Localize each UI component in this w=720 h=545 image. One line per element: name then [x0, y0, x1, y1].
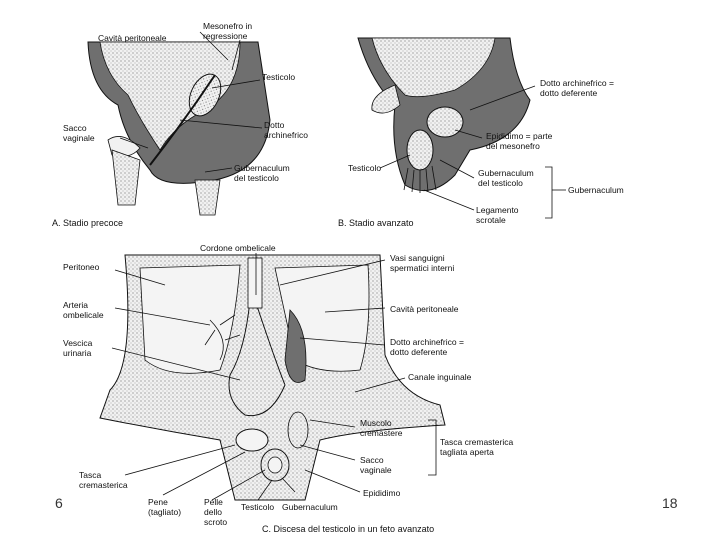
label-b-scrotal-ligament: Legamento scrotale: [476, 205, 519, 225]
panel-a-drawing: [88, 42, 270, 215]
label-c-vas-deferens: Dotto archinefrico = dotto deferente: [390, 337, 464, 357]
panel-b-epididymis: [427, 107, 463, 137]
label-c-testis: Testicolo: [241, 502, 274, 512]
label-c-spermatic-vessels: Vasi sanguigni spermatici interni: [390, 253, 454, 273]
label-c-penis: Pene (tagliato): [148, 497, 181, 517]
label-c-bladder: Vescica urinaria: [63, 338, 92, 358]
label-c-peritoneal-cavity: Cavità peritoneale: [390, 304, 459, 314]
label-a-archinephric-duct: Dotto archinefrico: [264, 120, 308, 140]
label-c-cremaster: Muscolo cremastere: [360, 418, 403, 438]
label-c-gubernaculum: Gubernaculum: [282, 502, 338, 512]
label-a-vaginal-sac: Sacco vaginale: [63, 123, 95, 143]
label-b-testis: Testicolo: [348, 163, 381, 173]
label-b-gubernaculum-testis: Gubernaculum del testicolo: [478, 168, 534, 188]
panel-b-testis: [407, 130, 433, 170]
label-c-umbilical-artery: Arteria ombelicale: [63, 300, 104, 320]
label-c-inguinal-canal: Canale inguinale: [408, 372, 471, 382]
panel-c-penis-section: [236, 429, 268, 451]
panel-c-testis-inner: [268, 457, 282, 473]
panel-c-cremasteric-pouch-right: [288, 412, 308, 448]
caption-panel-b: B. Stadio avanzato: [338, 218, 414, 229]
label-b-archinephric-duct: Dotto archinefrico = dotto deferente: [540, 78, 614, 98]
label-c-cremasteric-pouch: Tasca cremasterica: [79, 470, 128, 490]
label-c-cremasteric-pouch-open: Tasca cremasterica tagliata aperta: [440, 437, 513, 457]
slide-number: 18: [662, 495, 678, 511]
panel-c-drawing: [100, 255, 445, 500]
label-b-gubernaculum: Gubernaculum: [568, 185, 624, 195]
label-a-peritoneal-cavity: Cavità peritoneale: [98, 33, 167, 43]
label-a-mesonephros: Mesonefro in regressione: [203, 21, 252, 41]
panel-c-umbilical-cord: [248, 258, 262, 308]
panel-a-leg-stump: [112, 150, 140, 205]
label-a-testis: Testicolo: [262, 72, 295, 82]
caption-panel-c: C. Discesa del testicolo in un feto avan…: [262, 524, 434, 535]
label-c-peritoneum: Peritoneo: [63, 262, 99, 272]
label-c-epididymis: Epididimo: [363, 488, 400, 498]
footer-left-number: 6: [55, 495, 63, 511]
panel-a-gubernaculum: [195, 180, 220, 215]
label-c-vaginal-sac: Sacco vaginale: [360, 455, 392, 475]
label-c-scrotal-skin: Pelle dello scroto: [204, 497, 227, 527]
label-a-gubernaculum: Gubernaculum del testicolo: [234, 163, 290, 183]
caption-panel-a: A. Stadio precoce: [52, 218, 123, 229]
label-b-epididymis: Epididimo = parte del mesonefro: [486, 131, 552, 151]
label-c-umbilical-cord: Cordone ombelicale: [200, 243, 276, 253]
